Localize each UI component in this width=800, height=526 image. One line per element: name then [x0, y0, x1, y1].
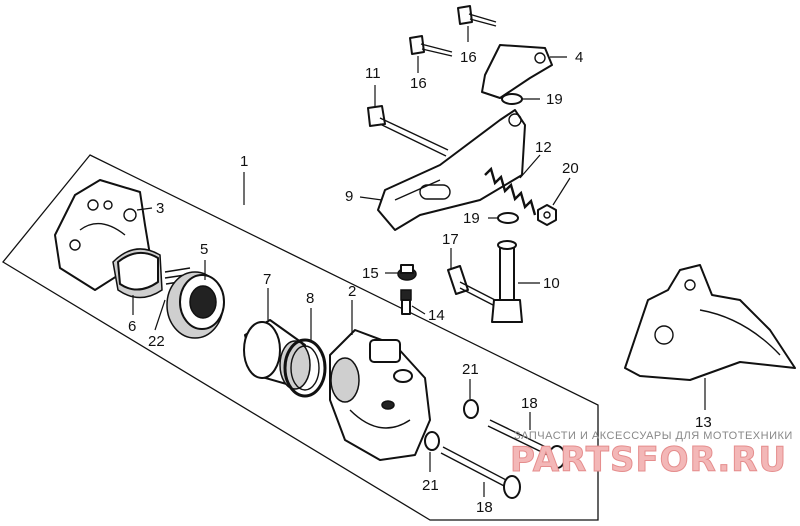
- callout-10: 10: [543, 275, 560, 292]
- part-7-piston: [243, 319, 311, 390]
- watermark-logo: PARTSFOR.RU: [509, 440, 788, 481]
- callout-18-upper: 18: [521, 395, 538, 412]
- part-18-pin-lower: [440, 446, 521, 499]
- callout-15: 15: [362, 265, 379, 282]
- part-21-washer-lower: [424, 431, 440, 451]
- callout-22: 22: [148, 333, 165, 350]
- part-20-nut: [537, 204, 557, 226]
- callout-21-lower: 21: [422, 477, 439, 494]
- callout-16-lower: 16: [410, 75, 427, 92]
- callout-12: 12: [535, 139, 552, 156]
- watermark-caption: ЗАПЧАСТИ И АКСЕССУАРЫ ДЛЯ МОТОТЕХНИКИ: [514, 430, 793, 442]
- part-16-bolt-lower: [409, 35, 453, 57]
- part-9-torque-link: [377, 109, 526, 231]
- callout-9: 9: [345, 188, 353, 205]
- part-10-pivot-bolt: [491, 240, 523, 323]
- callout-1: 1: [240, 153, 248, 170]
- callout-5: 5: [200, 241, 208, 258]
- callout-18-lower: 18: [476, 499, 493, 516]
- callout-3: 3: [156, 200, 164, 217]
- part-2-caliper-body: [329, 329, 431, 461]
- callout-21-upper: 21: [462, 361, 479, 378]
- part-18-pin-upper: [487, 419, 566, 469]
- part-16-bolt-upper: [457, 5, 497, 27]
- callout-2: 2: [348, 283, 356, 300]
- caliper-assembly-frame: [2, 154, 599, 521]
- callout-20: 20: [562, 160, 579, 177]
- part-8-seal-ring: [283, 338, 327, 398]
- part-5-seal: [166, 271, 225, 339]
- callout-17: 17: [442, 231, 459, 248]
- part-6-brake-pad: [112, 248, 163, 299]
- part-4-upper-bracket: [481, 44, 553, 99]
- callout-8: 8: [306, 290, 314, 307]
- part-15-bleeder-cap: [397, 264, 417, 281]
- leader-lines: [132, 26, 706, 497]
- part-19-o-ring-lower: [497, 212, 519, 224]
- callout-labels: 1 2 3 4 5 6 7 8 9 10 11 12 13 14 15 16 1…: [128, 49, 712, 516]
- callout-4: 4: [575, 49, 583, 66]
- part-12-spring: [484, 166, 537, 216]
- callout-7: 7: [263, 271, 271, 288]
- part-11-bolt: [367, 105, 449, 157]
- callout-19-upper: 19: [546, 91, 563, 108]
- callout-14: 14: [428, 307, 445, 324]
- callout-11: 11: [365, 65, 381, 82]
- part-21-washer-upper: [463, 399, 479, 419]
- callout-16-upper: 16: [460, 49, 477, 66]
- part-13-cover: [624, 264, 796, 381]
- callout-13: 13: [695, 414, 712, 431]
- part-17-bolt: [447, 265, 496, 306]
- callout-6: 6: [128, 318, 136, 335]
- part-14-bleeder-valve: [400, 289, 412, 315]
- callout-19-lower: 19: [463, 210, 480, 227]
